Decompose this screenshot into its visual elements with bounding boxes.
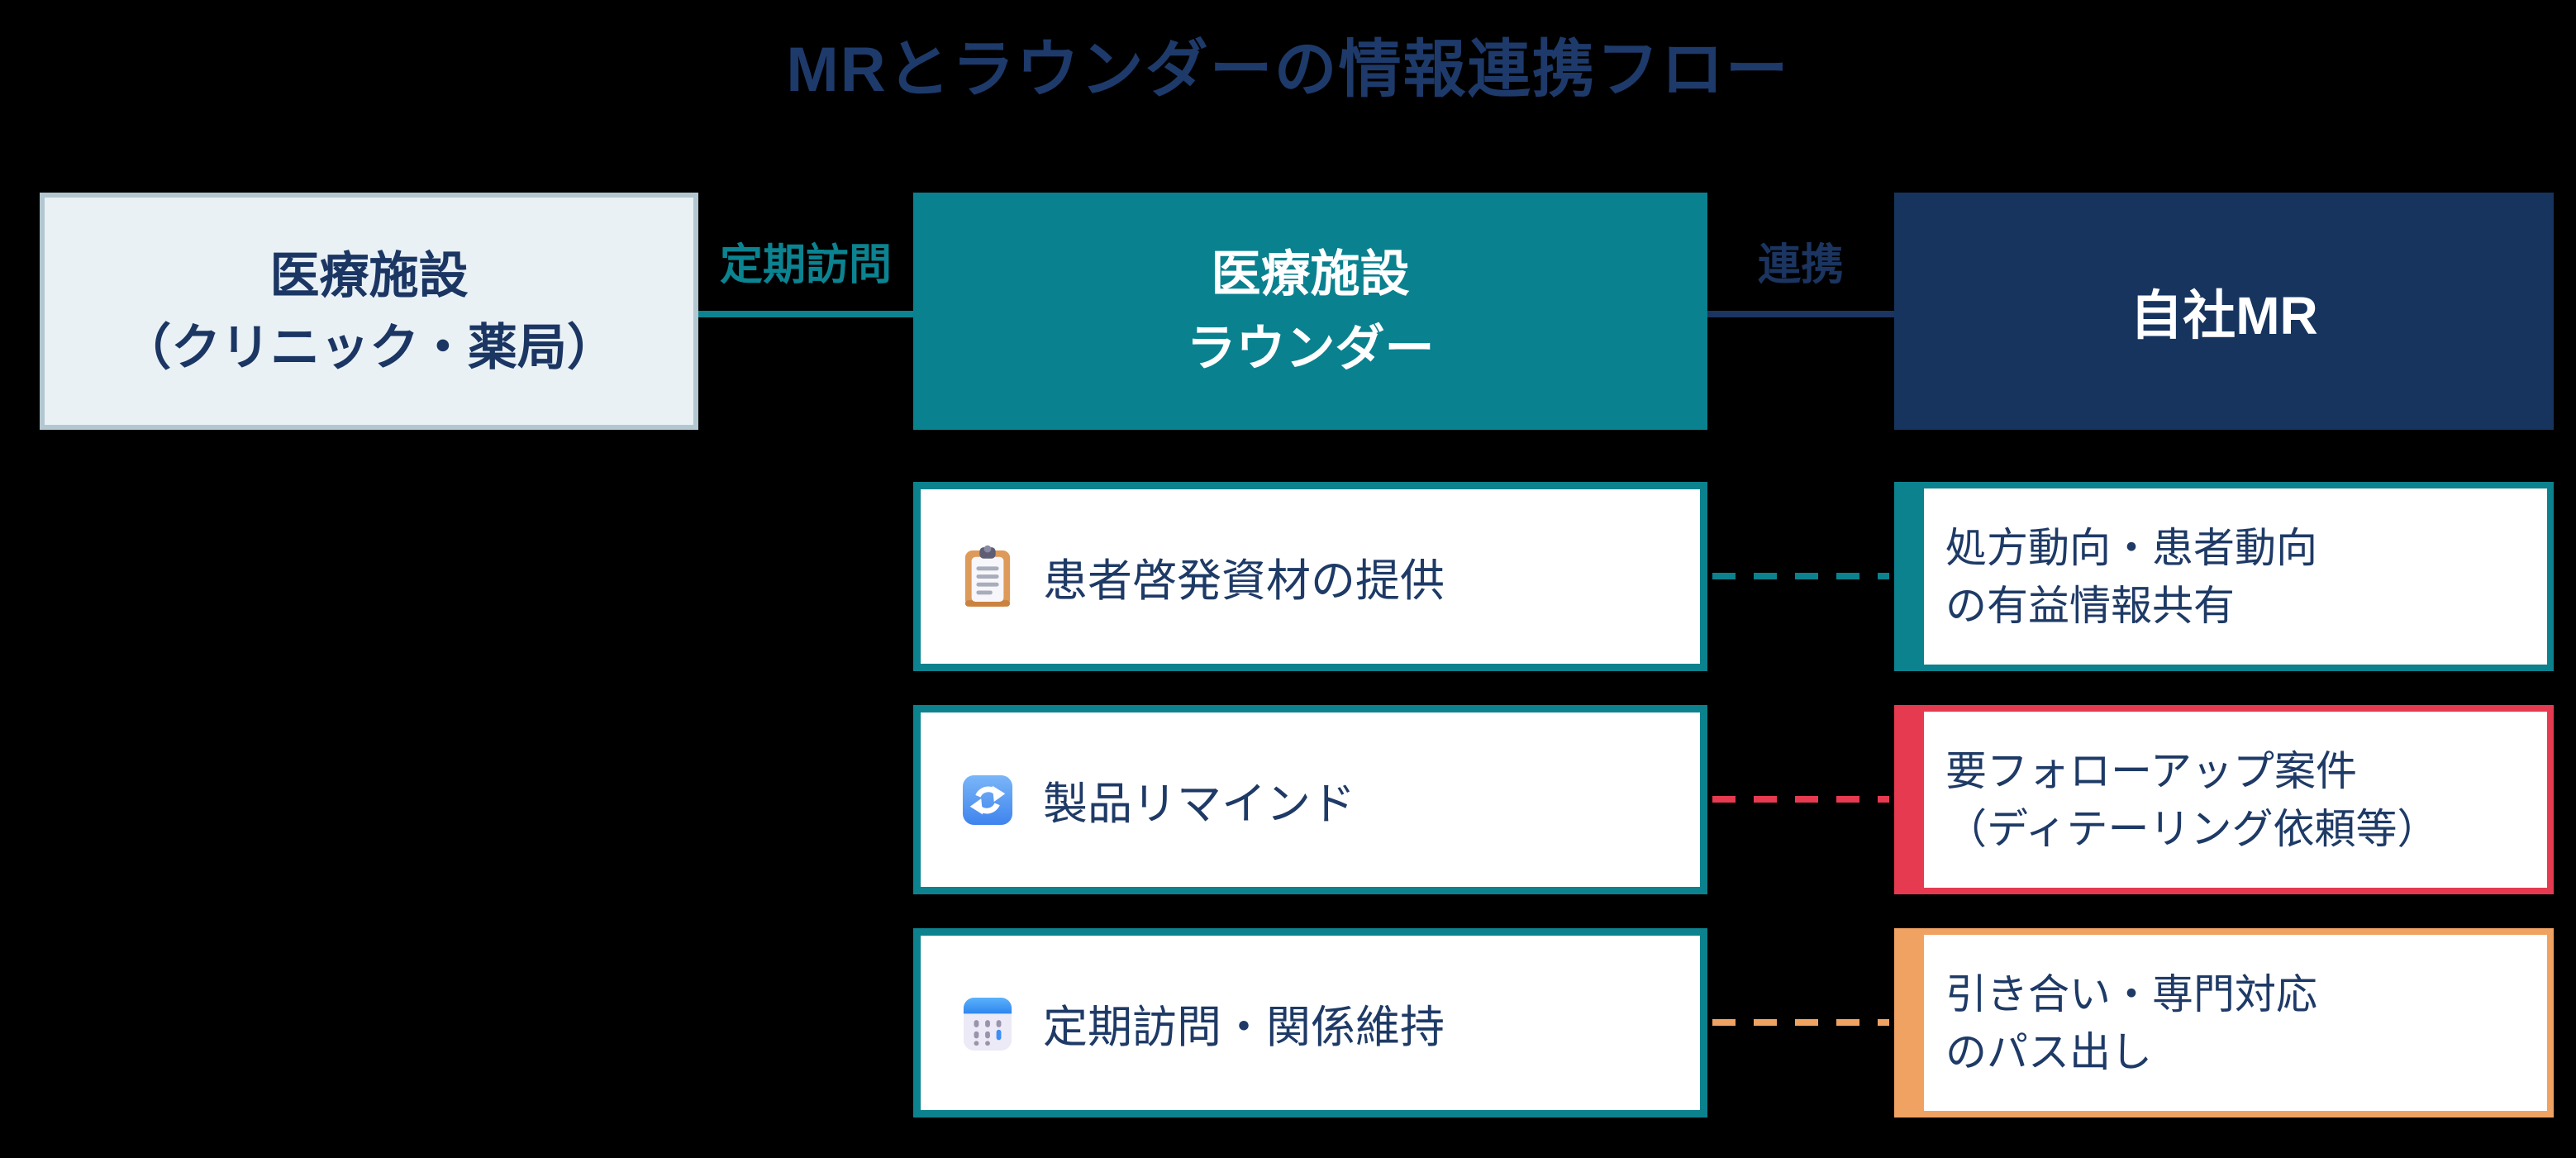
outcome-line: 引き合い・専門対応 [1945,970,2317,1017]
node-medical-facility: 医療施設 （クリニック・薬局） [40,193,698,430]
connector-label-visit: 定期訪問 [719,241,892,289]
outcome-line: のパス出し [1945,1028,2152,1075]
outcome-line: の有益情報共有 [1945,582,2235,629]
outcome-line: （ディテーリング依頼等） [1945,805,2439,852]
outcome-box-lead-pass: 引き合い・専門対応 のパス出し [1894,928,2554,1117]
outcome-line: 処方動向・患者動向 [1945,524,2317,571]
calendar-icon [962,994,1013,1052]
task-box-patient-materials: 患者啓発資材の提供 [913,482,1707,671]
task-label: 患者啓発資材の提供 [1043,556,1445,606]
task-label: 定期訪問・関係維持 [1043,1003,1445,1052]
node-rounder: 医療施設 ラウンダー [913,193,1707,430]
node-label-line: 医療施設 [269,247,469,303]
node-label-line: 自社MR [2130,285,2318,345]
task-label: 製品リマインド [1043,779,1355,829]
task-box-product-reminder: 製品リマインド [913,705,1707,894]
dashed-connector-orange [1712,1019,1889,1026]
node-label-line: ラウンダー [1186,320,1435,376]
connector-label-collab: 連携 [1757,241,1844,289]
dashed-connector-teal [1712,573,1889,579]
connector-line-collab [1707,311,1894,317]
dashed-connector-red [1712,796,1889,803]
node-company-mr: 自社MR [1894,193,2554,430]
connector-line-visit [698,311,916,317]
outcome-box-followup: 要フォローアップ案件 （ディテーリング依頼等） [1894,705,2554,894]
sync-icon [962,774,1013,826]
clipboard-icon [962,544,1013,610]
node-label-line: 医療施設 [1211,245,1410,302]
outcome-line: 要フォローアップ案件 [1945,747,2357,794]
node-label-line: （クリニック・薬局） [121,319,617,375]
outcome-box-info-sharing: 処方動向・患者動向 の有益情報共有 [1894,482,2554,671]
page-title: MRとラウンダーの情報連携フロー [786,35,1790,105]
task-box-regular-visits: 定期訪問・関係維持 [913,928,1707,1117]
